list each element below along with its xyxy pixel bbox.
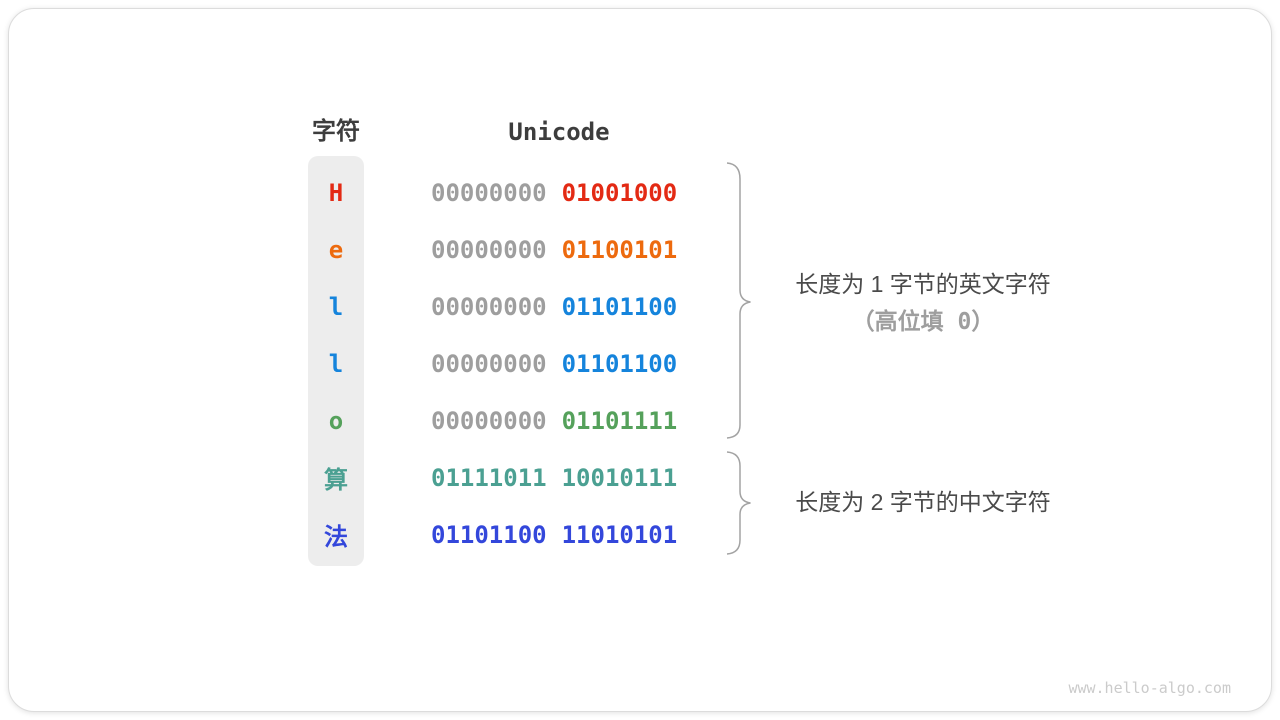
unicode-value: 01111011 10010111 [431,464,677,492]
character-cell: H [328,178,344,207]
character-cell: e [328,235,344,264]
annotation-english-line1: 长度为 1 字节的英文字符 [795,271,1051,297]
high-byte: 00000000 [431,178,547,207]
table-row: e 00000000 01100101 [308,221,768,278]
annotation-english-group: 长度为 1 字节的英文字符 （高位填 0） [758,265,1088,341]
low-byte: 11010101 [561,520,678,549]
annotation-chinese-group: 长度为 2 字节的中文字符 [758,483,1088,521]
character-cell: o [328,406,344,435]
high-byte: 00000000 [431,235,547,264]
high-byte: 01111011 [431,463,547,492]
table-row: 算 01111011 10010111 [308,449,768,506]
high-byte: 01101100 [431,520,547,549]
character-cell: l [328,349,344,378]
character-cell: 算 [324,466,348,494]
unicode-value: 00000000 01101111 [431,407,677,435]
high-byte: 00000000 [431,349,547,378]
high-byte: 00000000 [431,406,547,435]
table-row: l 00000000 01101100 [308,278,768,335]
low-byte: 01101100 [561,349,678,378]
high-byte: 00000000 [431,292,547,321]
low-byte: 01101100 [561,292,678,321]
low-byte: 01101111 [561,406,678,435]
rows-container: H 00000000 01001000 e 00000000 01100101 l 00000… [308,164,768,563]
annotation-english-line2: （高位填 0） [851,309,995,335]
char-column-header: 字符 [312,118,360,145]
character-cell: l [328,292,344,321]
unicode-value: 00000000 01101100 [431,293,677,321]
character-cell: 法 [324,523,348,551]
table-row: H 00000000 01001000 [308,164,768,221]
table-row: o 00000000 01101111 [308,392,768,449]
unicode-column-header: Unicode [508,118,610,146]
low-byte: 10010111 [561,463,678,492]
annotation-chinese-line1: 长度为 2 字节的中文字符 [795,489,1051,515]
unicode-value: 01101100 11010101 [431,521,677,549]
char-column-background [308,156,364,566]
unicode-value: 00000000 01001000 [431,179,677,207]
unicode-value: 00000000 01100101 [431,236,677,264]
table-row: l 00000000 01101100 [308,335,768,392]
low-byte: 01001000 [561,178,678,207]
unicode-value: 00000000 01101100 [431,350,677,378]
low-byte: 01100101 [561,235,678,264]
diagram-card: 字符 Unicode H 00000000 01001000 e 00000000 011… [8,8,1272,712]
watermark-url: www.hello-algo.com [1068,679,1231,697]
table-row: 法 01101100 11010101 [308,506,768,563]
